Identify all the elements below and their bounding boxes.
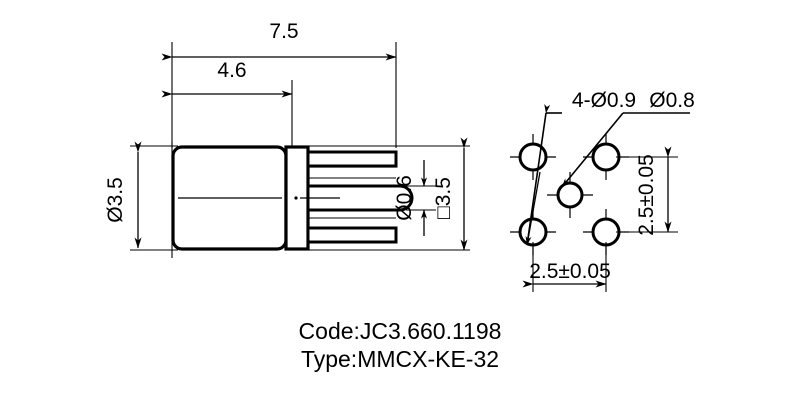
dimension-center-hole-dia-label: Ø0.8	[649, 89, 695, 112]
dimension-body-diameter-label: Ø3.5	[104, 177, 127, 223]
pin-center-contact	[306, 184, 414, 212]
dimension-pin-span-square: □3.5	[432, 137, 468, 251]
dimension-hole-pitch-vertical-label: 2.5±0.05	[635, 154, 658, 236]
dimension-hole-pitch-vertical: 2.5±0.05	[616, 146, 678, 236]
leader-corner-hole-dia: 4-Ø0.9	[525, 89, 636, 246]
dimension-corner-hole-dia-label: 4-Ø0.9	[572, 89, 636, 112]
dimension-overall-length: 7.5	[161, 20, 397, 61]
dimension-hole-pitch-horizontal-label: 2.5±0.05	[529, 260, 611, 283]
dimension-hole-pitch-horizontal: 2.5±0.05	[522, 242, 611, 292]
footprint-view-group: 4-Ø0.9 Ø0.8 2.5±0.05 2.5±0.05	[510, 89, 695, 292]
pin-top	[306, 150, 398, 168]
dimension-body-length-label: 4.6	[217, 59, 246, 82]
title-block-code-line: Code:JC3.660.1198	[299, 318, 502, 344]
hole-center	[556, 181, 584, 209]
pin-group	[306, 150, 414, 244]
dimension-pin-diameter: Ø0.6	[393, 160, 436, 236]
leader-center-hole-dia: Ø0.8	[561, 89, 695, 188]
pin-bottom	[306, 226, 398, 244]
hole-top-left	[518, 142, 548, 172]
side-view-group: 7.5 4.6 Ø3.5	[104, 20, 470, 258]
dimension-pin-diameter-label: Ø0.6	[393, 175, 416, 221]
hole-bottom-left	[518, 217, 548, 247]
hole-bottom-right	[591, 217, 621, 247]
dimension-overall-length-label: 7.5	[269, 20, 298, 43]
dimension-body-diameter: Ø3.5	[104, 141, 142, 249]
flange-center-mark	[294, 196, 298, 200]
title-block-type-line: Type:MMCX-KE-32	[301, 346, 499, 372]
dimension-pin-span-square-label: □3.5	[432, 177, 455, 219]
title-block: Code:JC3.660.1198 Type:MMCX-KE-32	[299, 318, 502, 372]
hole-top-right	[591, 142, 621, 172]
dimension-body-length: 4.6	[161, 59, 293, 98]
